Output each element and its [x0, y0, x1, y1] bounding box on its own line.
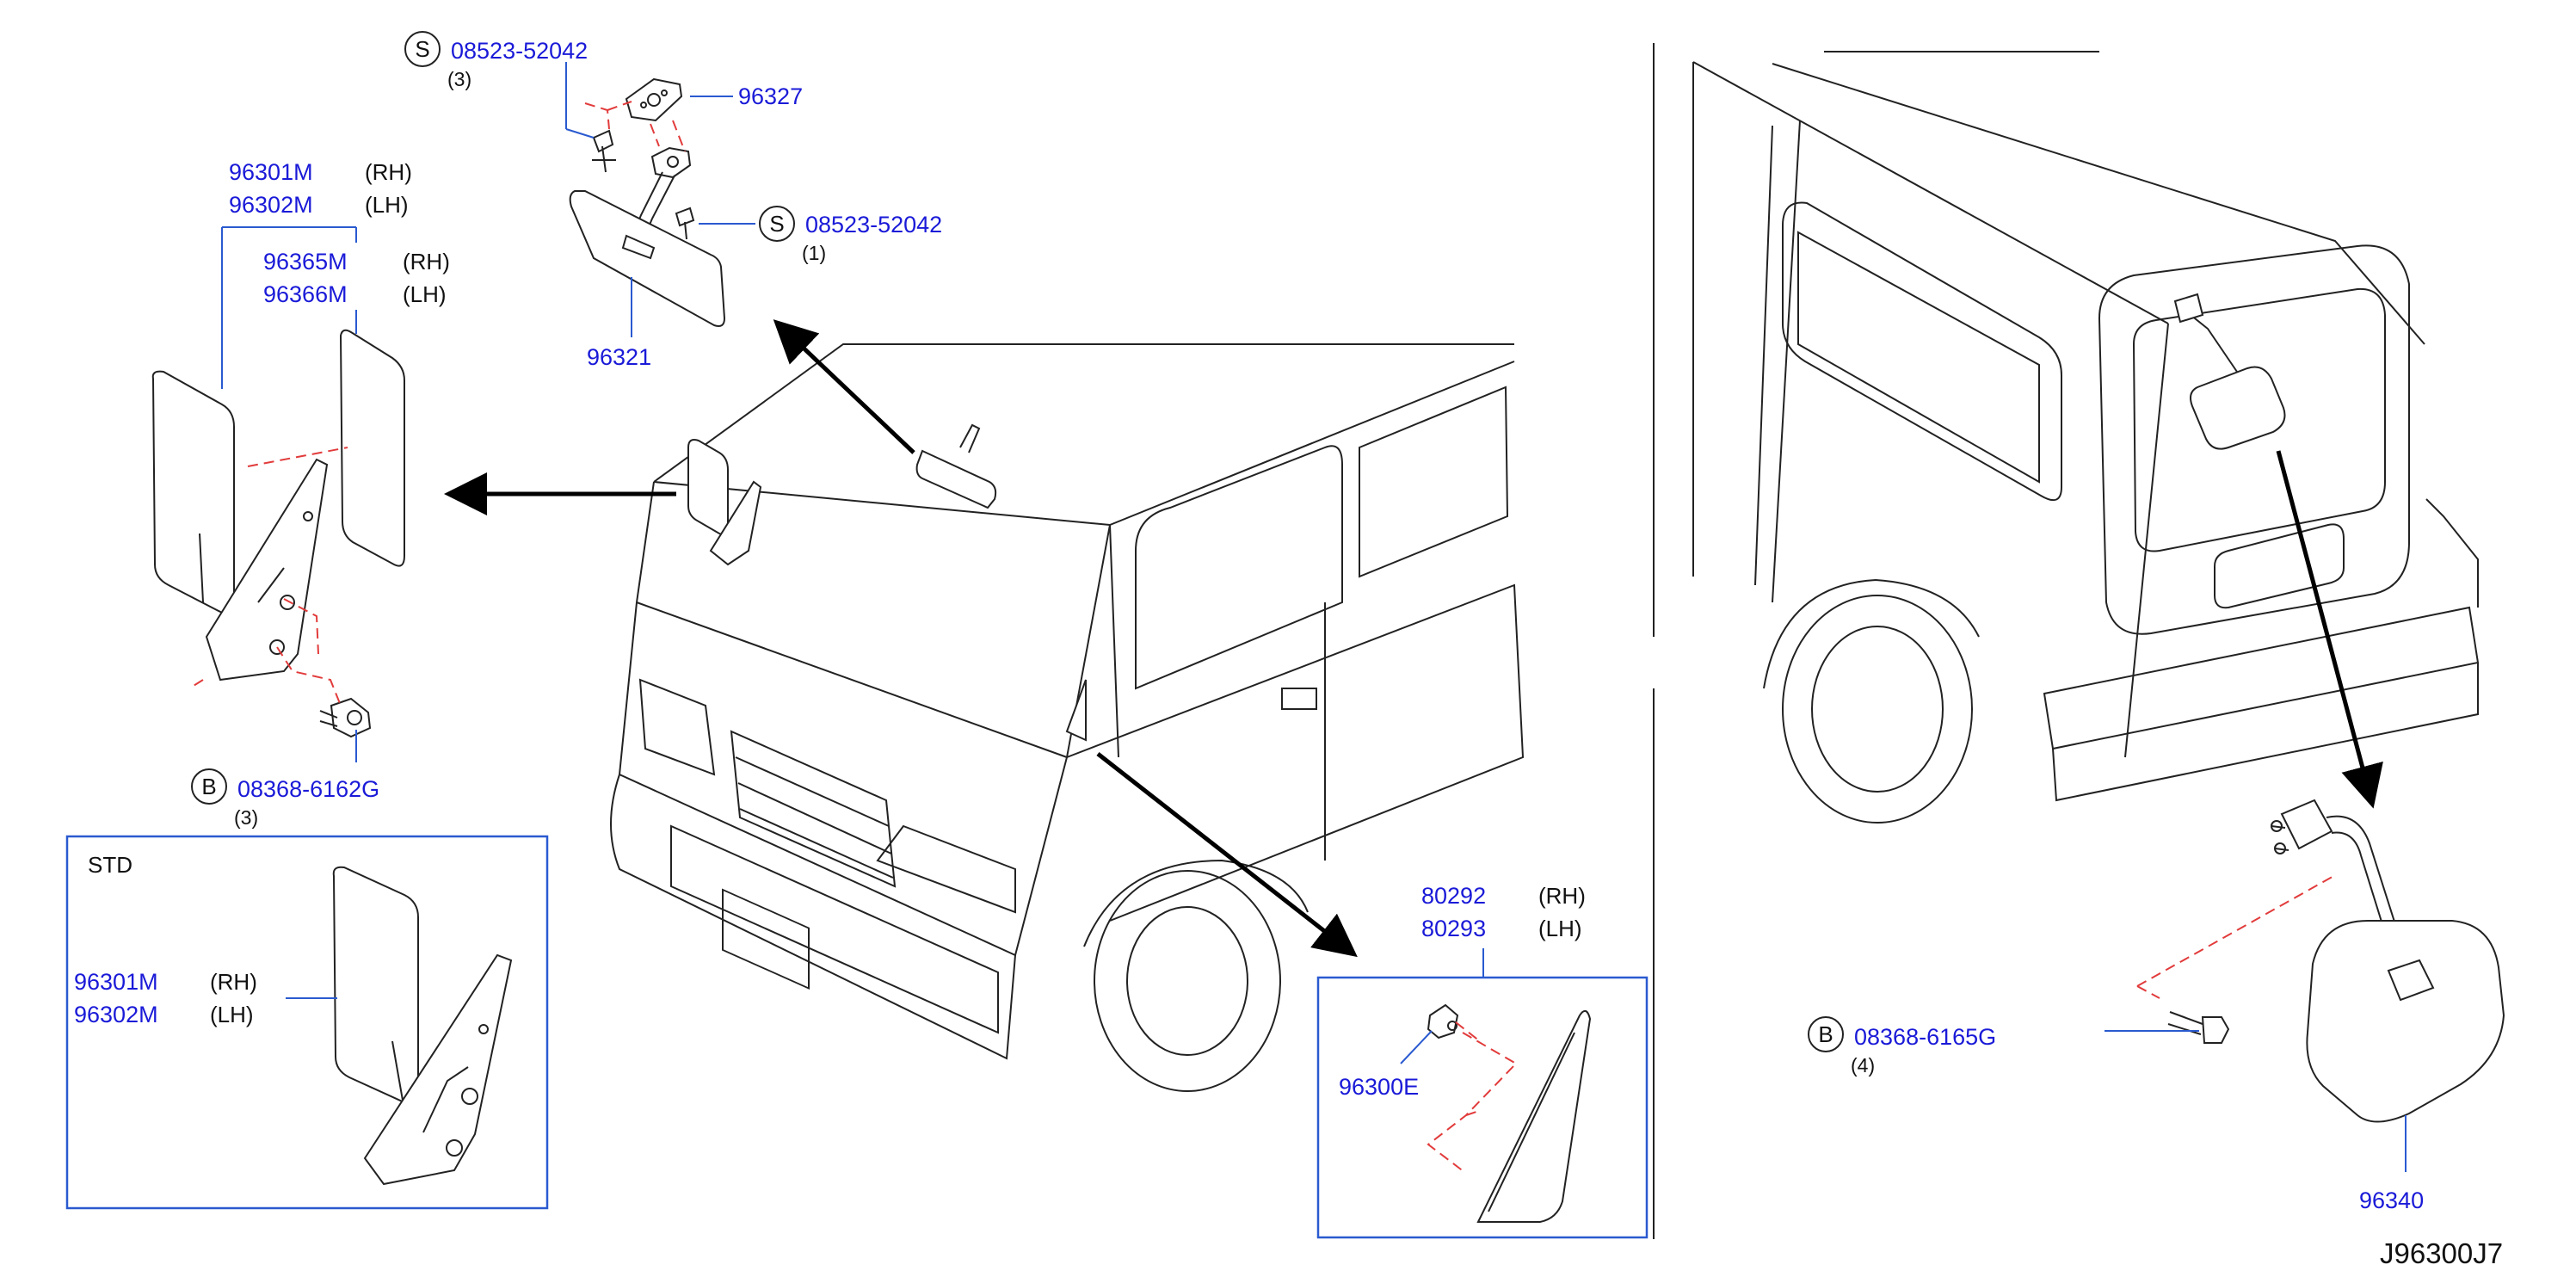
- van-rear-illustration: [1692, 51, 2480, 824]
- label-garnish: 80292 (RH) 80293 (LH): [1421, 883, 1586, 941]
- std-box-title: STD: [88, 852, 132, 878]
- s-symbol-icon: [759, 206, 795, 242]
- svg-text:80293: 80293: [1421, 916, 1486, 941]
- label-96321: 96321: [587, 344, 651, 370]
- label-96327: 96327: [738, 83, 803, 109]
- svg-text:08368-6162G: 08368-6162G: [237, 776, 379, 802]
- svg-text:(LH): (LH): [403, 281, 447, 307]
- svg-text:(1): (1): [802, 242, 826, 264]
- under-mirror-illustration: [2136, 799, 2505, 1123]
- svg-text:B: B: [1818, 1021, 1833, 1047]
- svg-text:08523-52042: 08523-52042: [805, 212, 942, 238]
- label-std-mirror: 96301M (RH) 96302M (LH): [74, 969, 257, 1027]
- label-clip: 96300E: [1339, 1074, 1419, 1100]
- label-screw-top: S 08523-52042 (3): [404, 31, 588, 90]
- svg-text:80292: 80292: [1421, 883, 1486, 909]
- svg-text:96302M: 96302M: [229, 192, 313, 218]
- svg-text:(LH): (LH): [210, 1002, 254, 1027]
- svg-text:(3): (3): [447, 68, 471, 90]
- garnish-detail-box: [1316, 976, 1649, 1239]
- svg-text:96302M: 96302M: [74, 1002, 158, 1027]
- label-screw-mid: S 08523-52042 (1): [759, 206, 942, 264]
- svg-text:08523-52042: 08523-52042: [451, 38, 588, 64]
- arrow-to-under-mirror: [2276, 450, 2383, 809]
- svg-text:(3): (3): [234, 806, 258, 829]
- std-mirror-illustration: [332, 866, 513, 1186]
- svg-text:96365M: 96365M: [263, 249, 348, 275]
- arrow-to-inner-mirror: [773, 319, 915, 454]
- svg-text:B: B: [201, 774, 216, 799]
- leader-clip: [1400, 1030, 1433, 1064]
- svg-text:96366M: 96366M: [263, 281, 348, 307]
- svg-text:S: S: [769, 211, 784, 237]
- svg-text:(RH): (RH): [403, 249, 450, 275]
- svg-text:96301M: 96301M: [74, 969, 158, 995]
- b-symbol-icon: [191, 768, 227, 805]
- svg-text:(RH): (RH): [365, 159, 412, 185]
- svg-text:(LH): (LH): [1538, 916, 1582, 941]
- inner-mirror-illustration: [569, 77, 726, 327]
- std-variant-box: [65, 835, 549, 1210]
- svg-text:(LH): (LH): [365, 192, 409, 218]
- svg-text:(RH): (RH): [1538, 883, 1586, 909]
- van-front-illustration: [610, 343, 1525, 1092]
- label-bolt-left: B 08368-6162G (3): [191, 768, 379, 829]
- label-mirror-glass: 96365M (RH) 96366M (LH): [263, 249, 450, 307]
- label-bolt-right: B 08368-6165G (4): [1808, 1016, 1996, 1077]
- svg-text:08368-6165G: 08368-6165G: [1854, 1024, 1996, 1050]
- label-96340: 96340: [2359, 1188, 2424, 1213]
- arrow-to-garnish: [1096, 752, 1358, 958]
- b-symbol-icon: [1808, 1016, 1844, 1052]
- garnish-illustration: [1427, 1003, 1592, 1223]
- svg-text:S: S: [415, 36, 429, 62]
- door-mirror-illustration: [151, 329, 405, 738]
- label-bracket-door-mirror: [221, 226, 357, 762]
- label-door-mirror: 96301M (RH) 96302M (LH): [229, 159, 412, 218]
- diagram-code: J96300J7: [2380, 1237, 2503, 1269]
- svg-text:(4): (4): [1851, 1054, 1875, 1077]
- s-symbol-icon: [404, 31, 441, 67]
- svg-text:(RH): (RH): [210, 969, 257, 995]
- svg-text:96301M: 96301M: [229, 159, 313, 185]
